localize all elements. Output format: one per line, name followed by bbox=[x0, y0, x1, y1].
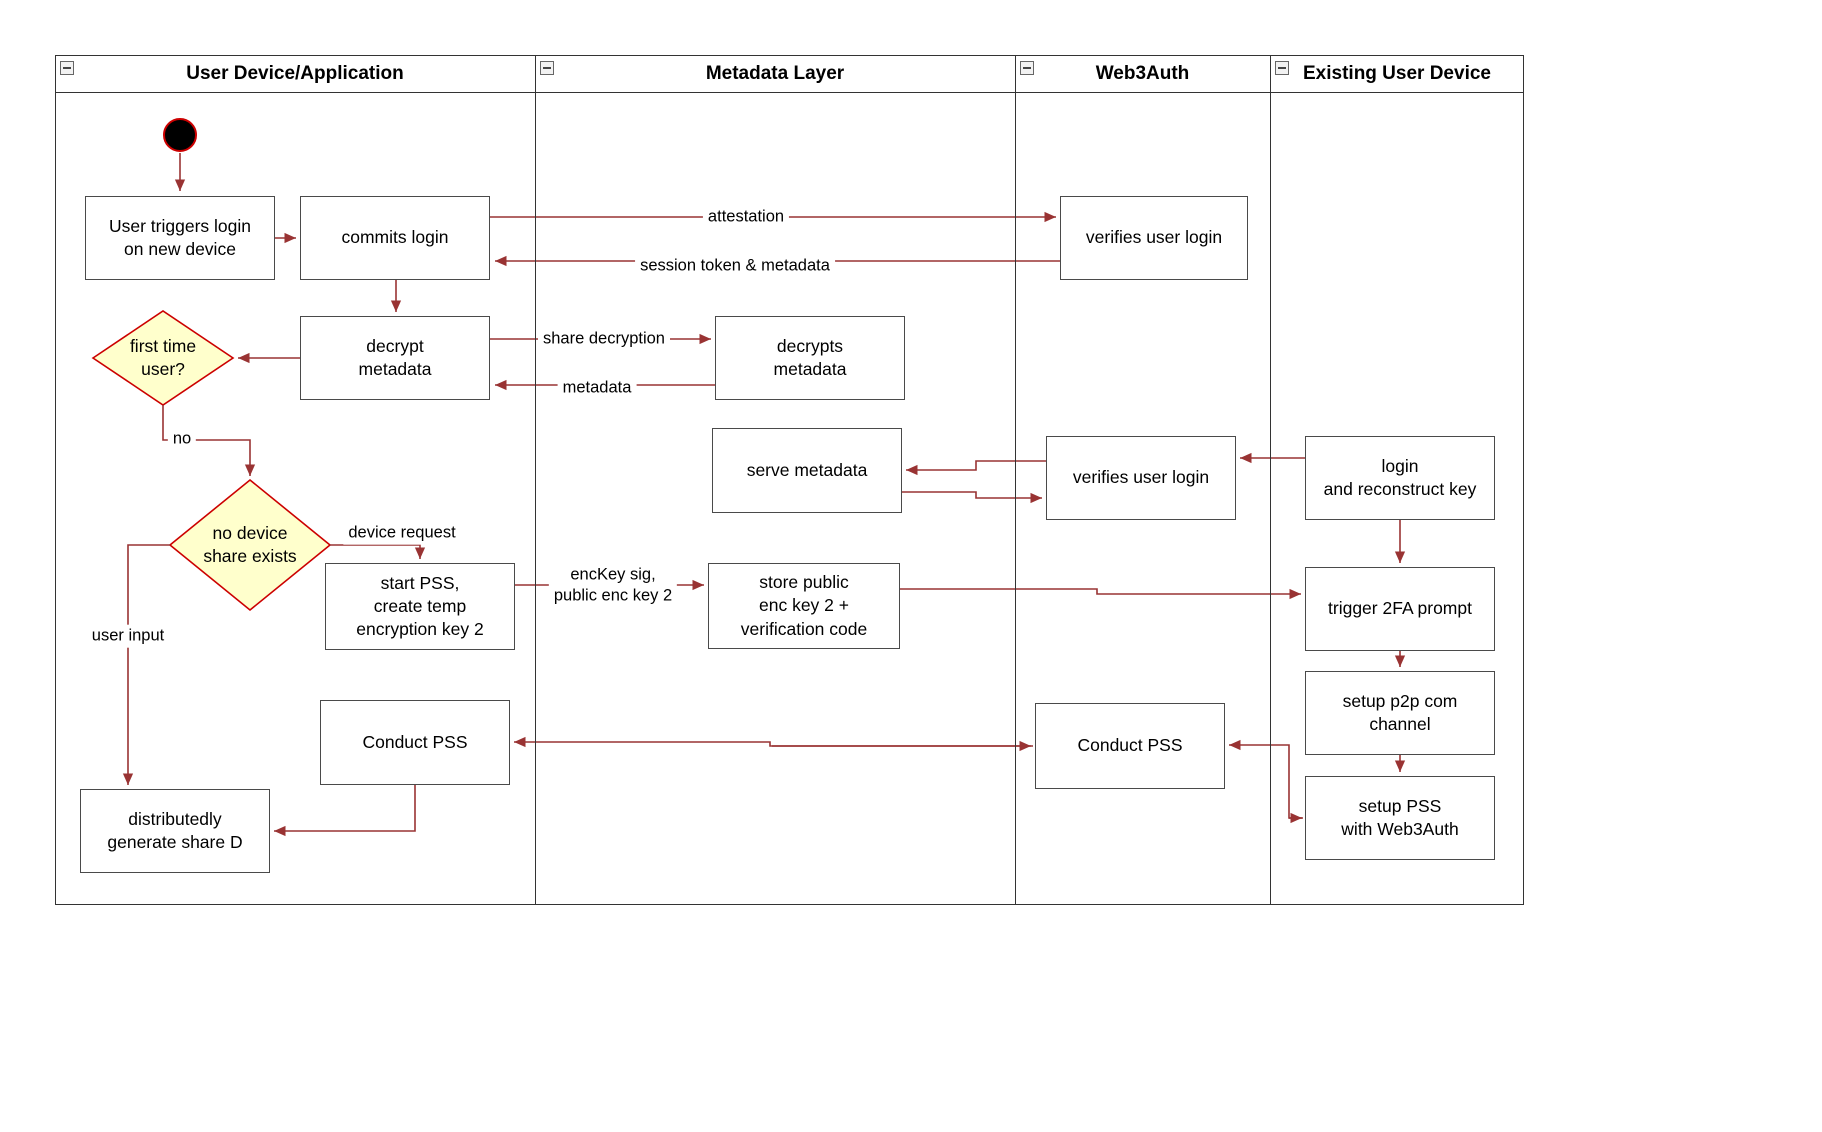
lane-header-metadata-layer: Metadata Layer bbox=[535, 56, 1015, 92]
collapse-icon-existing-device[interactable] bbox=[1275, 61, 1289, 75]
edge-label-session-token: session token & metadata bbox=[635, 254, 835, 278]
decision-no-device-share-label: no device share exists bbox=[203, 523, 297, 566]
minus-glyph bbox=[63, 67, 71, 69]
node-setup-p2p: setup p2p com channel bbox=[1305, 671, 1495, 755]
minus-glyph bbox=[1023, 67, 1031, 69]
node-start-pss: start PSS, create temp encryption key 2 bbox=[325, 563, 515, 650]
edge-label-attestation: attestation bbox=[702, 205, 790, 229]
node-store-public-enc-key: store public enc key 2 + verification co… bbox=[708, 563, 900, 649]
node-serve-metadata: serve metadata bbox=[712, 428, 902, 513]
edge-verifies-to-serve bbox=[906, 460, 1046, 476]
node-commits-login: commits login bbox=[300, 196, 490, 280]
node-trigger-2fa: trigger 2FA prompt bbox=[1305, 567, 1495, 651]
edge-label-device-request: device request bbox=[343, 521, 461, 545]
edge-serve-to-verifies bbox=[902, 491, 1042, 504]
node-user-triggers-login: User triggers login on new device bbox=[85, 196, 275, 280]
node-login-reconstruct-key: login and reconstruct key bbox=[1305, 436, 1495, 520]
lane-divider-3 bbox=[1270, 55, 1271, 905]
node-conduct-pss-user: Conduct PSS bbox=[320, 700, 510, 785]
edge-label-no: no bbox=[167, 427, 197, 451]
lane-title-metadata-layer: Metadata Layer bbox=[705, 63, 845, 84]
decision-first-time-user-shape bbox=[91, 310, 235, 406]
diagram-frame bbox=[55, 55, 1524, 905]
minus-glyph bbox=[543, 67, 551, 69]
edge-label-user-input: user input bbox=[86, 624, 170, 648]
edge-no-branch bbox=[162, 405, 256, 476]
node-generate-share-d: distributedly generate share D bbox=[80, 789, 270, 873]
minus-glyph bbox=[1278, 67, 1286, 69]
lane-header-existing-device: Existing User Device bbox=[1270, 56, 1524, 92]
lane-divider-1 bbox=[535, 55, 536, 905]
edge-label-enckey-sig: encKey sig, public enc key 2 bbox=[548, 563, 678, 607]
edge-conduct-to-generate-share bbox=[274, 785, 416, 837]
lane-title-web3auth: Web3Auth bbox=[1095, 63, 1190, 84]
lane-header-user-device: User Device/Application bbox=[55, 56, 535, 92]
start-node bbox=[163, 118, 197, 152]
lane-title-user-device: User Device/Application bbox=[186, 63, 404, 84]
lane-header-web3auth: Web3Auth bbox=[1015, 56, 1270, 92]
node-verifies-user-login-mid: verifies user login bbox=[1046, 436, 1236, 520]
node-verifies-user-login-top: verifies user login bbox=[1060, 196, 1248, 280]
lane-divider-2 bbox=[1015, 55, 1016, 905]
node-setup-pss: setup PSS with Web3Auth bbox=[1305, 776, 1495, 860]
decision-first-time-user-label: first time user? bbox=[129, 336, 197, 379]
node-conduct-pss-web3auth: Conduct PSS bbox=[1035, 703, 1225, 789]
edge-device-request bbox=[330, 544, 426, 559]
edge-label-metadata: metadata bbox=[557, 376, 637, 400]
edge-store-to-2fa bbox=[900, 588, 1301, 600]
node-decrypts-metadata: decrypts metadata bbox=[715, 316, 905, 400]
header-separator bbox=[55, 92, 1524, 93]
node-decrypt-metadata: decrypt metadata bbox=[300, 316, 490, 400]
collapse-icon-web3auth[interactable] bbox=[1020, 61, 1034, 75]
lane-title-existing-device: Existing User Device bbox=[1303, 63, 1491, 84]
edge-label-share-decryption: share decryption bbox=[538, 327, 670, 351]
collapse-icon-metadata-layer[interactable] bbox=[540, 61, 554, 75]
edge-user-input bbox=[122, 544, 170, 785]
collapse-icon-user-device[interactable] bbox=[60, 61, 74, 75]
